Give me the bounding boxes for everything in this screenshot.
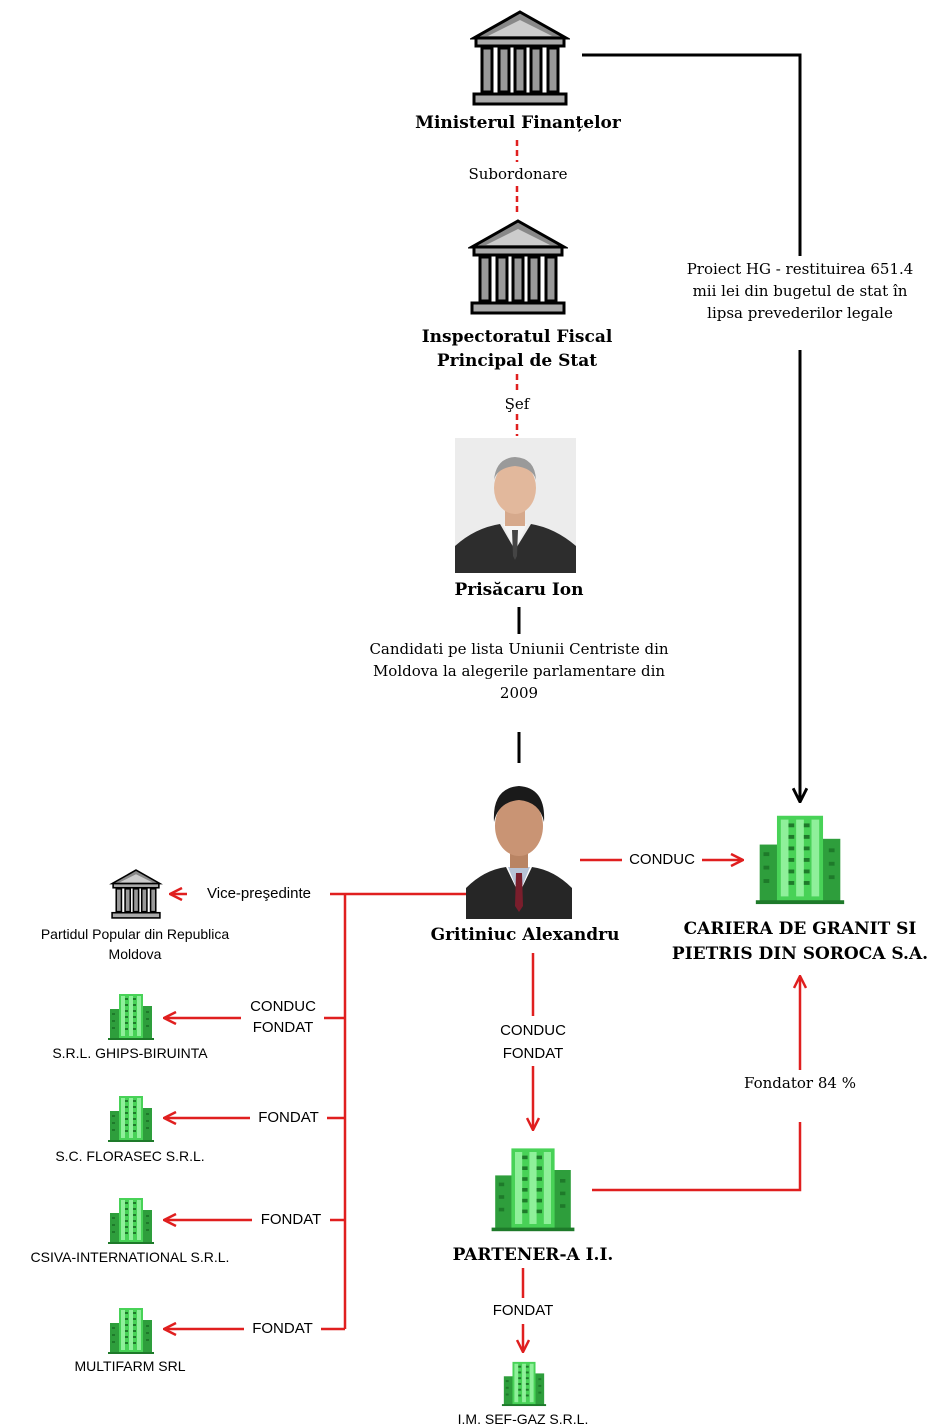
ministry-label: Ministerul Finanțelor — [415, 113, 621, 133]
edge-conduc-fondat-partener-label: CONDUC FONDAT — [480, 1019, 586, 1065]
edge-fondat-multifarm-label: FONDAT — [244, 1320, 321, 1337]
edge-conduc-label: CONDUC — [623, 851, 701, 868]
sefgaz-building-icon — [500, 1358, 548, 1408]
prisacaru-photo — [455, 438, 576, 573]
cariera-label: CARIERA DE GRANIT SI PIETRIS DIN SOROCA … — [671, 919, 929, 964]
inspectorate-label: Inspectoratul Fiscal Principal de Stat — [421, 327, 613, 371]
edge-candidati-label: Candidati pe lista Uniunii Centriste din… — [369, 640, 669, 702]
prisacaru-label: Prisăcaru Ion — [454, 580, 584, 600]
ghips-building-icon — [106, 990, 156, 1042]
multifarm-building-icon — [106, 1304, 156, 1356]
edge-sef-label: Şef — [504, 395, 530, 413]
ghips-label: S.R.L. GHIPS-BIRUINTA — [52, 1045, 208, 1061]
gritiniuc-label: Gritiniuc Alexandru — [430, 925, 620, 945]
cariera-building-icon — [752, 808, 848, 908]
florasec-label: S.C. FLORASEC S.R.L. — [55, 1148, 205, 1164]
sefgaz-label: I.M. SEF-GAZ S.R.L. — [457, 1411, 589, 1427]
edge-fondat-florasec-label: FONDAT — [250, 1109, 327, 1126]
edge-conduc-fondat-ghips-label: CONDUC FONDAT — [242, 996, 324, 1038]
edge-proiect-label: Proiect HG - restituirea 651.4 mii lei d… — [686, 260, 914, 322]
partid-bank-icon — [108, 868, 164, 920]
edge-fondat-sefgaz-label: FONDAT — [478, 1302, 568, 1319]
partid-label: Partidul Popular din Republica Moldova — [40, 926, 230, 962]
gritiniuc-photo — [466, 770, 572, 919]
inspectorate-bank-icon — [468, 217, 568, 317]
partener-label: PARTENER-A I.I. — [452, 1245, 614, 1265]
edge-vice-label: Vice-preşedinte — [188, 885, 330, 902]
csiva-label: CSIVA-INTERNATIONAL S.R.L. — [30, 1249, 230, 1265]
partener-building-icon — [488, 1136, 578, 1240]
edge-fondator-label: Fondator 84 % — [744, 1074, 856, 1092]
florasec-building-icon — [106, 1092, 156, 1144]
edge-fondat-csiva-label: FONDAT — [252, 1211, 330, 1228]
csiva-building-icon — [106, 1194, 156, 1246]
ministry-bank-icon — [470, 5, 570, 111]
multifarm-label: MULTIFARM SRL — [74, 1358, 186, 1374]
edge-subordonare-label: Subordonare — [468, 165, 568, 183]
